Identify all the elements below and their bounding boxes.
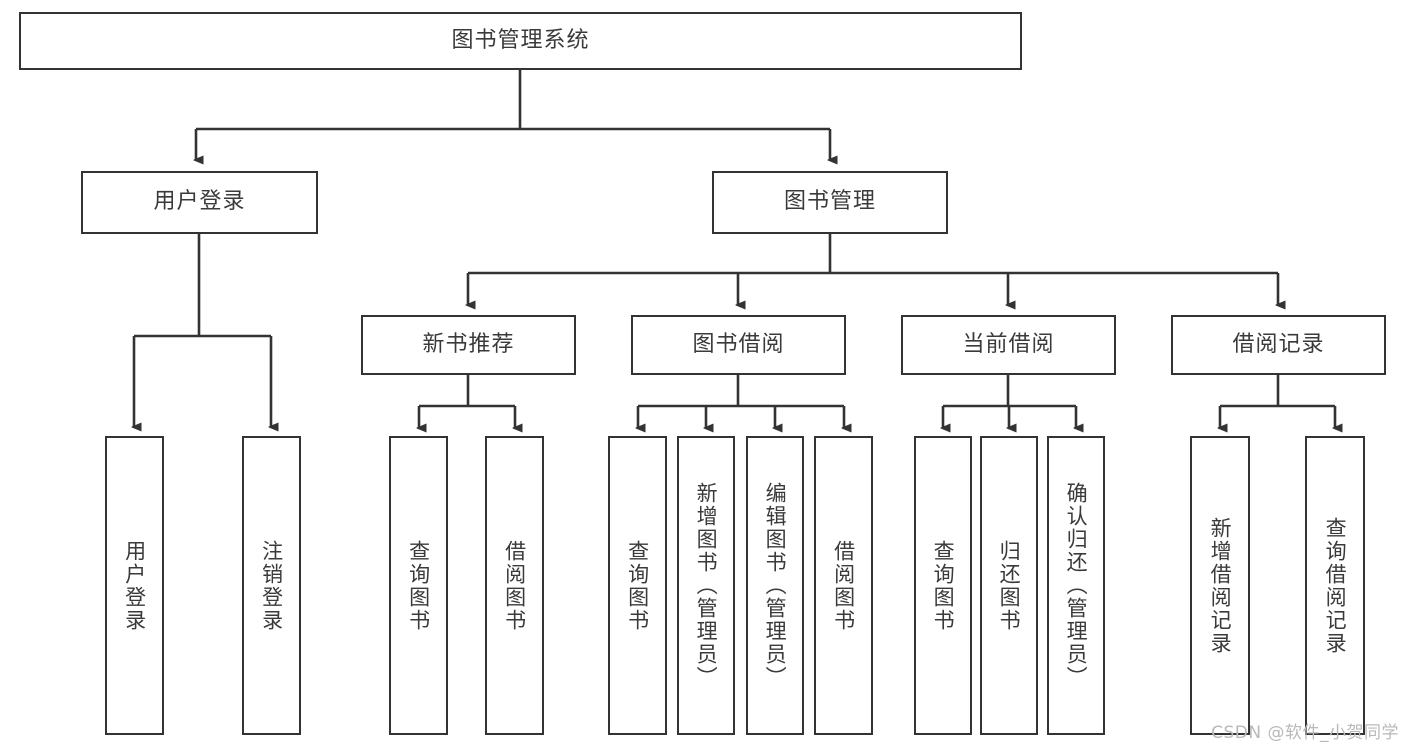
node-leaf-query-book-1[interactable]: 查询图书 bbox=[389, 436, 448, 735]
connectors bbox=[134, 70, 1335, 428]
node-leaf-confirm-return-label: 确认归还（管理员） bbox=[1064, 482, 1089, 689]
node-leaf-edit-book[interactable]: 编辑图书（管理员） bbox=[746, 436, 804, 735]
node-leaf-logout-login[interactable]: 注销登录 bbox=[242, 436, 301, 735]
node-leaf-query-book-1-label: 查询图书 bbox=[406, 539, 431, 632]
node-borrow-record[interactable]: 借阅记录 bbox=[1171, 315, 1386, 375]
node-current-borrow[interactable]: 当前借阅 bbox=[901, 315, 1116, 375]
watermark: CSDN @软件_小贺同学 bbox=[1211, 723, 1399, 743]
node-leaf-return-book[interactable]: 归还图书 bbox=[980, 436, 1038, 735]
node-book-borrow-label: 图书借阅 bbox=[692, 331, 785, 357]
node-leaf-query-book-3[interactable]: 查询图书 bbox=[914, 436, 972, 735]
node-leaf-user-login[interactable]: 用户登录 bbox=[105, 436, 164, 735]
node-leaf-borrow-book-2-label: 借阅图书 bbox=[831, 539, 856, 632]
node-leaf-logout-login-label: 注销登录 bbox=[259, 539, 284, 632]
node-root[interactable]: 图书管理系统 bbox=[19, 12, 1022, 70]
node-new-book-recommend-label: 新书推荐 bbox=[422, 331, 515, 357]
node-leaf-query-book-2[interactable]: 查询图书 bbox=[608, 436, 667, 735]
node-root-label: 图书管理系统 bbox=[451, 27, 590, 53]
node-leaf-confirm-return[interactable]: 确认归还（管理员） bbox=[1047, 436, 1105, 735]
node-leaf-query-book-3-label: 查询图书 bbox=[931, 539, 956, 632]
node-user-login[interactable]: 用户登录 bbox=[81, 171, 318, 234]
node-book-management-label: 图书管理 bbox=[783, 189, 876, 215]
node-leaf-borrow-book-1[interactable]: 借阅图书 bbox=[485, 436, 544, 735]
node-leaf-borrow-book-1-label: 借阅图书 bbox=[502, 539, 527, 632]
node-book-management[interactable]: 图书管理 bbox=[712, 171, 948, 234]
node-current-borrow-label: 当前借阅 bbox=[962, 331, 1055, 357]
node-new-book-recommend[interactable]: 新书推荐 bbox=[361, 315, 576, 375]
node-leaf-borrow-book-2[interactable]: 借阅图书 bbox=[814, 436, 873, 735]
node-user-login-label: 用户登录 bbox=[153, 189, 246, 215]
node-leaf-edit-book-label: 编辑图书（管理员） bbox=[763, 482, 788, 689]
node-leaf-query-book-2-label: 查询图书 bbox=[625, 539, 650, 632]
node-leaf-add-record-label: 新增借阅记录 bbox=[1208, 516, 1233, 655]
node-leaf-return-book-label: 归还图书 bbox=[997, 539, 1022, 632]
node-leaf-query-record-label: 查询借阅记录 bbox=[1323, 516, 1348, 655]
node-borrow-record-label: 借阅记录 bbox=[1232, 331, 1325, 357]
node-book-borrow[interactable]: 图书借阅 bbox=[631, 315, 846, 375]
node-leaf-add-book-label: 新增图书（管理员） bbox=[694, 482, 719, 689]
node-leaf-query-record[interactable]: 查询借阅记录 bbox=[1305, 436, 1365, 735]
node-leaf-user-login-label: 用户登录 bbox=[122, 539, 147, 632]
node-leaf-add-record[interactable]: 新增借阅记录 bbox=[1190, 436, 1250, 735]
node-leaf-add-book[interactable]: 新增图书（管理员） bbox=[677, 436, 735, 735]
